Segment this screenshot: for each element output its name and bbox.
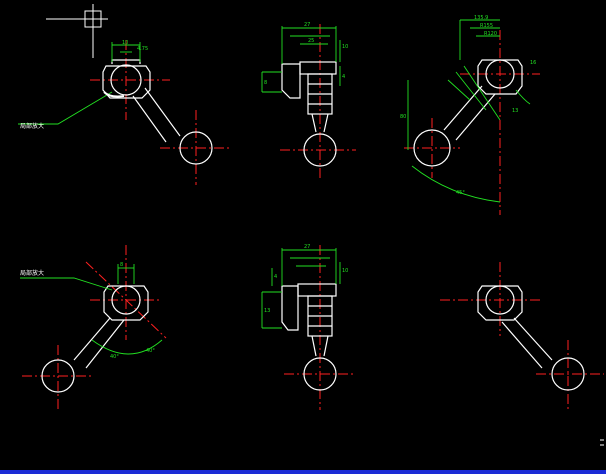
dim-bm-left2: 4: [274, 274, 277, 280]
view-top-left: 10 4.75 局部放大: [18, 40, 232, 185]
view-bottom-middle: 27 13 4 10: [261, 244, 356, 410]
dim-side-left: 8: [264, 80, 267, 86]
scroll-corner-marks: [600, 439, 604, 446]
view-top-right: 135.9 R155 R120 80 45° 13 16: [400, 15, 540, 215]
status-bar: [0, 470, 606, 474]
dim-side-right: 10: [342, 44, 348, 50]
dim-right-r2: R155: [480, 23, 493, 29]
dim-bl-angle1: 40°: [110, 354, 119, 360]
dim-bm-total: 27: [304, 244, 310, 250]
dim-bm-left: 13: [264, 308, 270, 314]
callout-detail-top: 局部放大: [20, 122, 44, 130]
view-top-middle: 27 25 10 8 4: [261, 22, 356, 180]
view-bottom-right: [440, 262, 604, 410]
dim-right-r3: R120: [484, 31, 497, 37]
view-bottom-left: 8 局部放大 40° 40°: [20, 245, 167, 410]
dim-side-mid: 25: [308, 38, 314, 44]
dim-right-small: 13: [512, 108, 518, 114]
dim-right-angle: 45°: [456, 190, 465, 196]
dim-bm-right: 10: [342, 268, 348, 274]
dim-bl-top: 8: [120, 262, 123, 268]
cursor-crosshair-icon: [46, 4, 108, 58]
dim-side-right2: 4: [342, 74, 345, 80]
dim-right-top: 16: [530, 60, 536, 66]
dim-top-sub: 4.75: [137, 46, 148, 52]
dim-bl-angle2: 40°: [146, 348, 155, 354]
dim-right-vert: 80: [400, 114, 406, 120]
callout-detail-bottom: 局部放大: [20, 269, 44, 277]
dim-top-width: 10: [122, 40, 128, 46]
dim-right-r1: 135.9: [474, 15, 488, 21]
dim-side-total: 27: [304, 22, 310, 28]
